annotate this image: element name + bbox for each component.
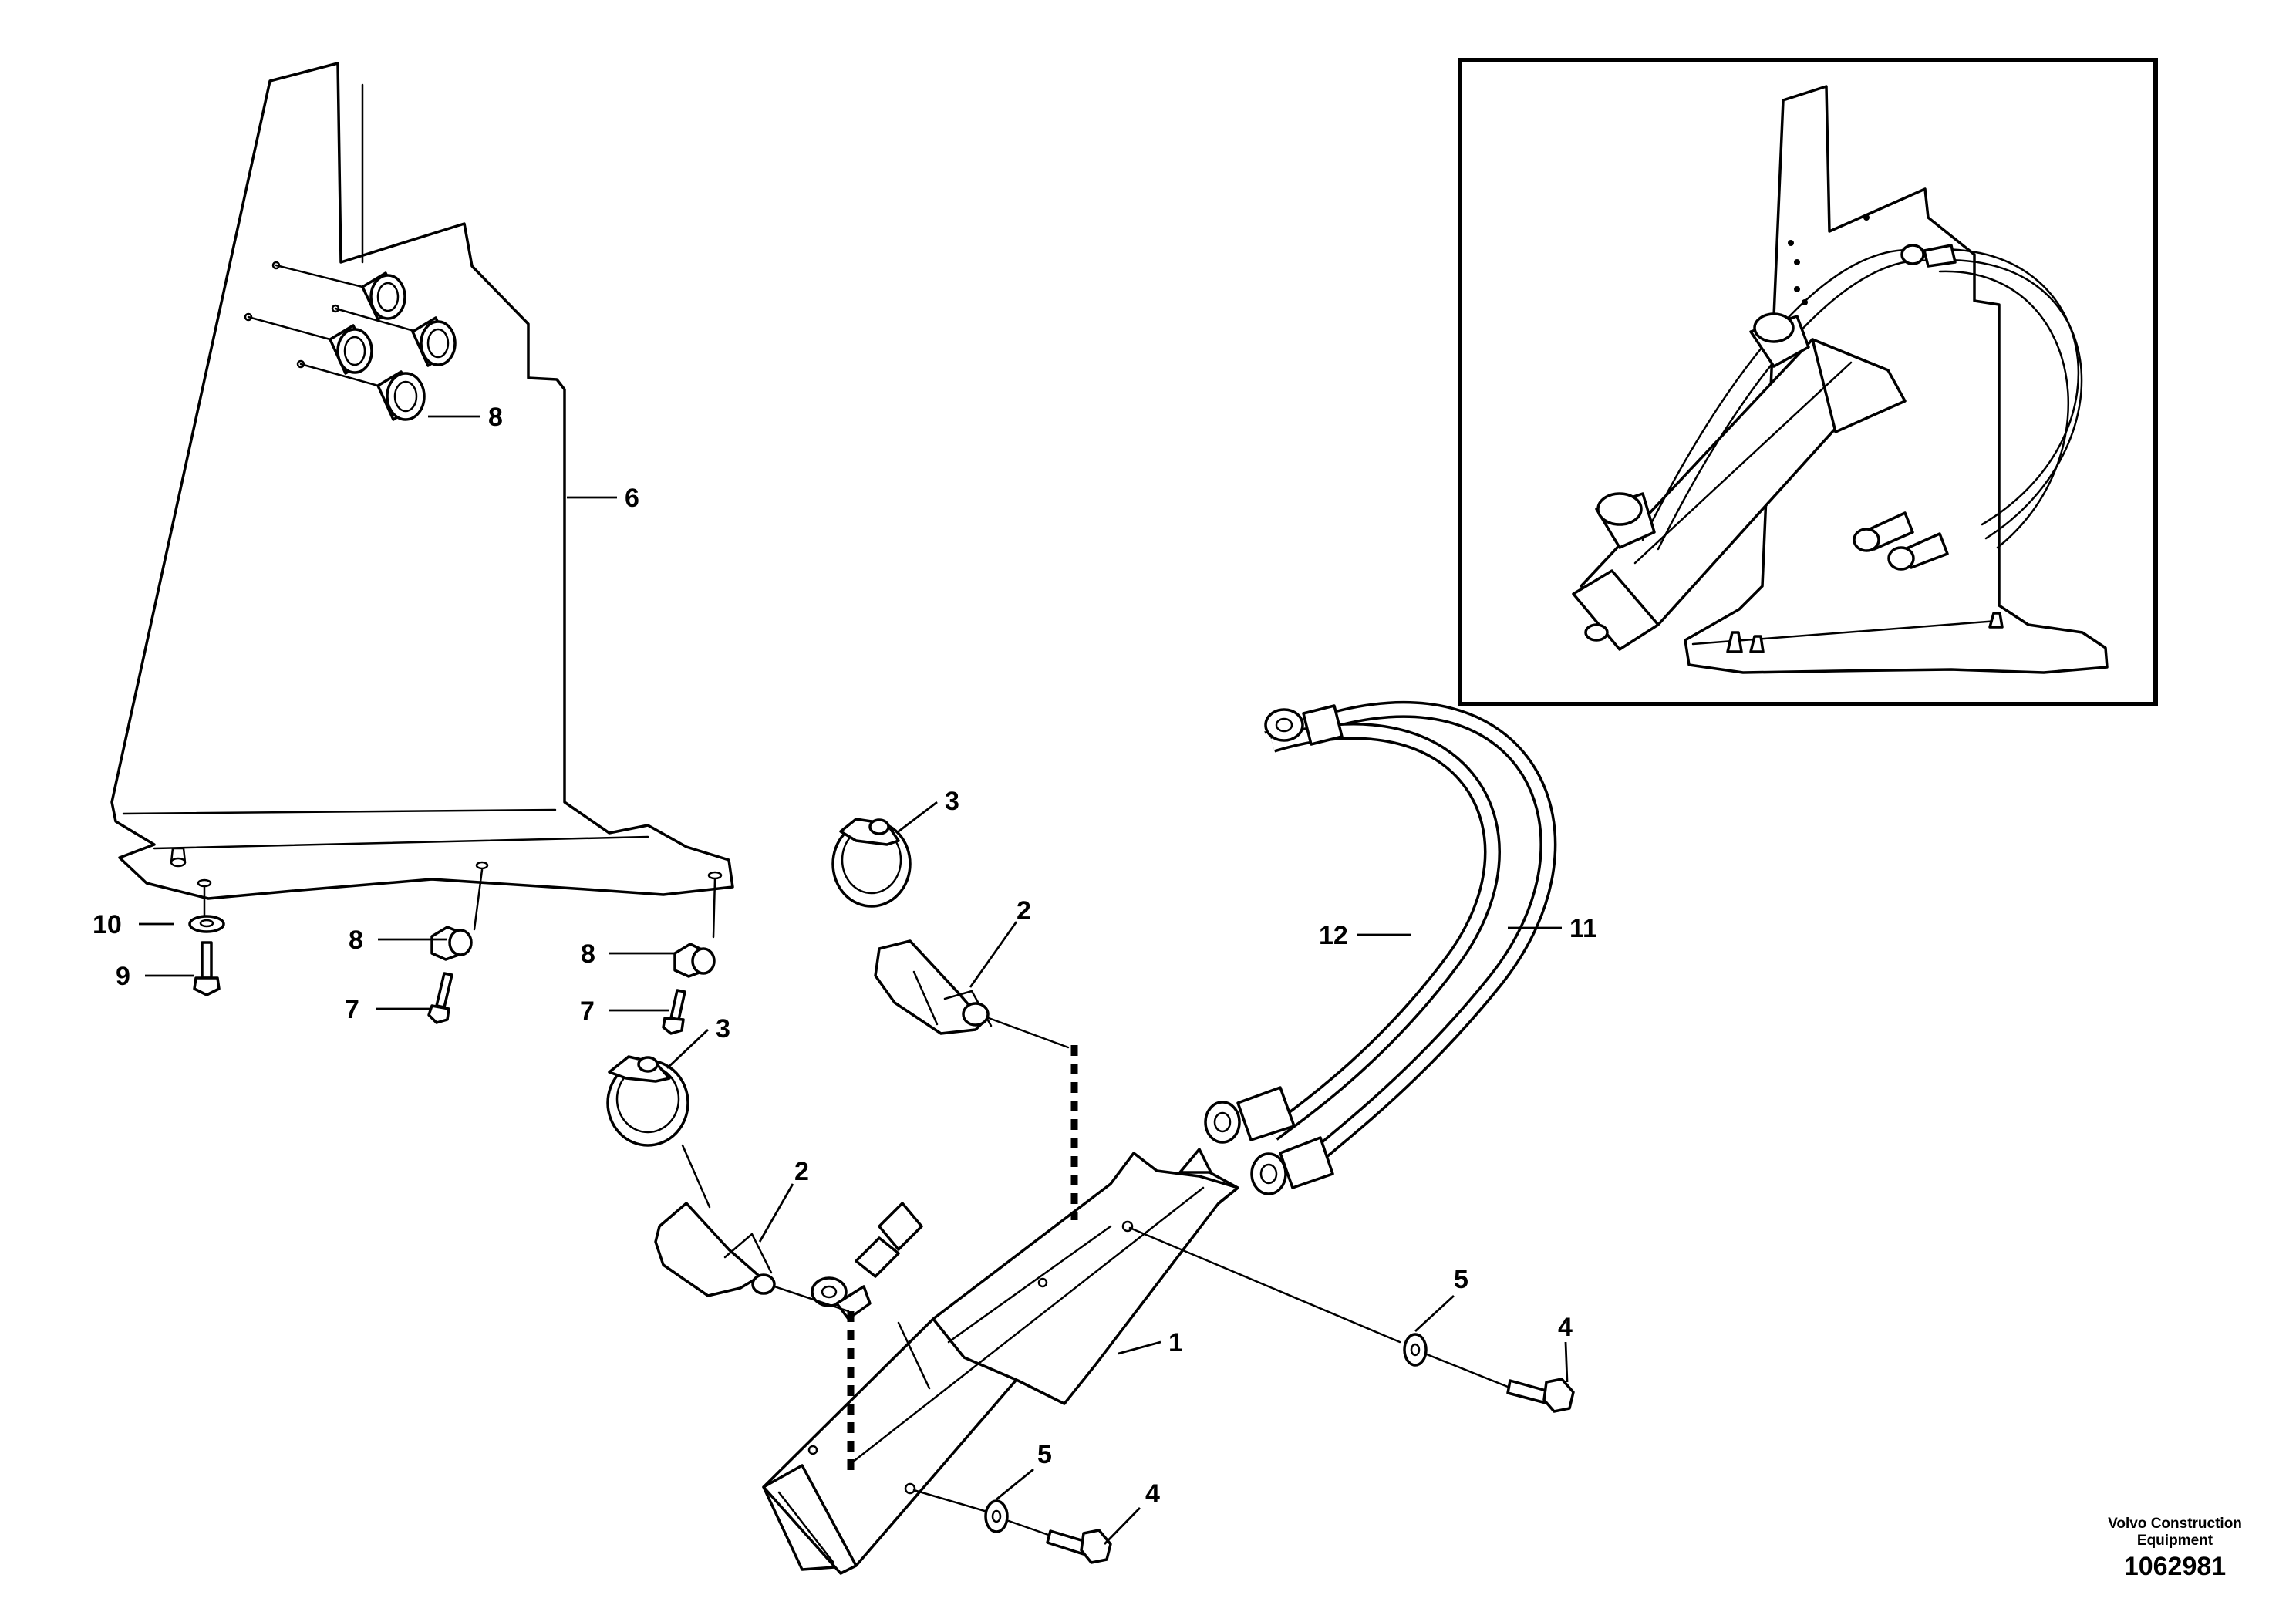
plate-fasteners [188,868,716,1035]
callout-10-washer: 10 [93,910,122,939]
callout-7-left-bolt: 7 [345,995,359,1024]
hose-clamps [606,818,1401,1513]
callout-8-left-spacer: 8 [349,926,363,955]
callout-2-lower-clamp-half: 2 [794,1157,809,1186]
callout-8-plate-spacer: 8 [488,403,503,432]
callout-11-outer-hose: 11 [1569,914,1597,943]
callout-12-inner-hose: 12 [1319,921,1348,950]
callout-labels: 8 6 10 9 8 7 8 7 3 2 3 2 1 5 4 5 4 12 11 [93,403,1597,1509]
assembled-view-inset [1458,58,2158,706]
callout-3-upper-clamp: 3 [945,787,959,816]
callout-6-bracket-plate: 6 [625,484,639,513]
leader-lines [139,415,1569,1545]
callout-1-channel: 1 [1168,1328,1183,1357]
alignment-dashes [847,1045,1078,1475]
hose-assembly [811,701,1557,1320]
callout-9-bolt: 9 [116,962,130,991]
callout-2-upper-clamp-half: 2 [1017,896,1031,926]
callout-8-right-spacer: 8 [581,939,595,969]
callout-5-lower-washer: 5 [1037,1440,1052,1469]
callout-5-upper-washer: 5 [1454,1265,1468,1294]
plate-spacers [244,261,457,421]
manufacturer-label: Volvo Construction Equipment [2108,1516,2242,1549]
callout-4-upper-bolt: 4 [1558,1313,1573,1342]
bracket-plate [110,62,734,900]
callout-7-right-bolt: 7 [580,996,595,1026]
callout-4-lower-bolt: 4 [1145,1479,1160,1509]
document-number: 1062981 [2123,1552,2227,1581]
channel-fasteners [984,1333,1575,1564]
callout-3-lower-clamp: 3 [716,1014,730,1044]
channel-bracket [762,1148,1239,1575]
